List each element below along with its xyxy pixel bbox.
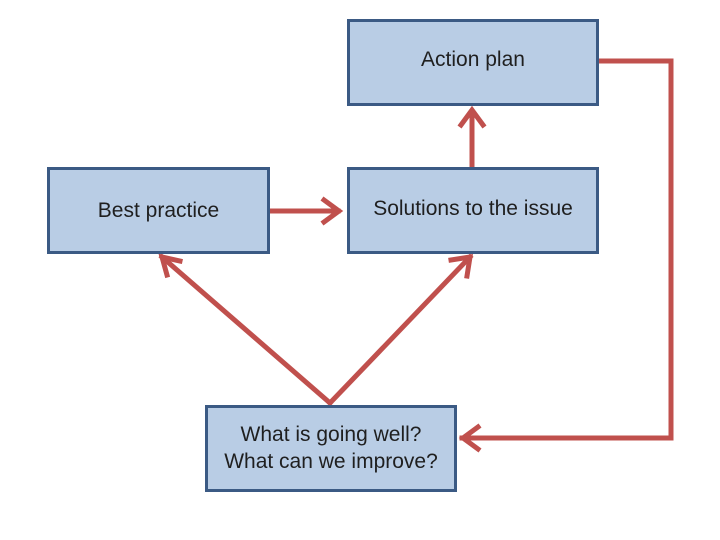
connector-action-loop-to-review xyxy=(459,58,674,441)
solutions-label: Solutions to the issue xyxy=(373,197,573,221)
arrowhead-best-bottom xyxy=(158,253,183,279)
review-question-well: What is going well? xyxy=(240,423,422,447)
arrowhead-review-right xyxy=(458,423,482,453)
solutions-box: Solutions to the issue xyxy=(347,167,599,254)
connector-review-to-solutions xyxy=(326,253,474,407)
action-plan-box: Action plan xyxy=(347,19,599,106)
best-practice-box: Best practice xyxy=(47,167,270,254)
connector-review-to-best xyxy=(158,253,334,407)
action-plan-label: Action plan xyxy=(421,48,525,72)
arrowhead-solutions-left xyxy=(320,196,344,226)
review-box: What is going well? What can we improve? xyxy=(205,405,457,492)
best-practice-label: Best practice xyxy=(97,199,220,223)
arrowhead-action-bottom xyxy=(457,105,487,129)
arrowhead-solutions-bottom xyxy=(448,253,474,279)
review-question-improve: What can we improve? xyxy=(224,449,438,473)
